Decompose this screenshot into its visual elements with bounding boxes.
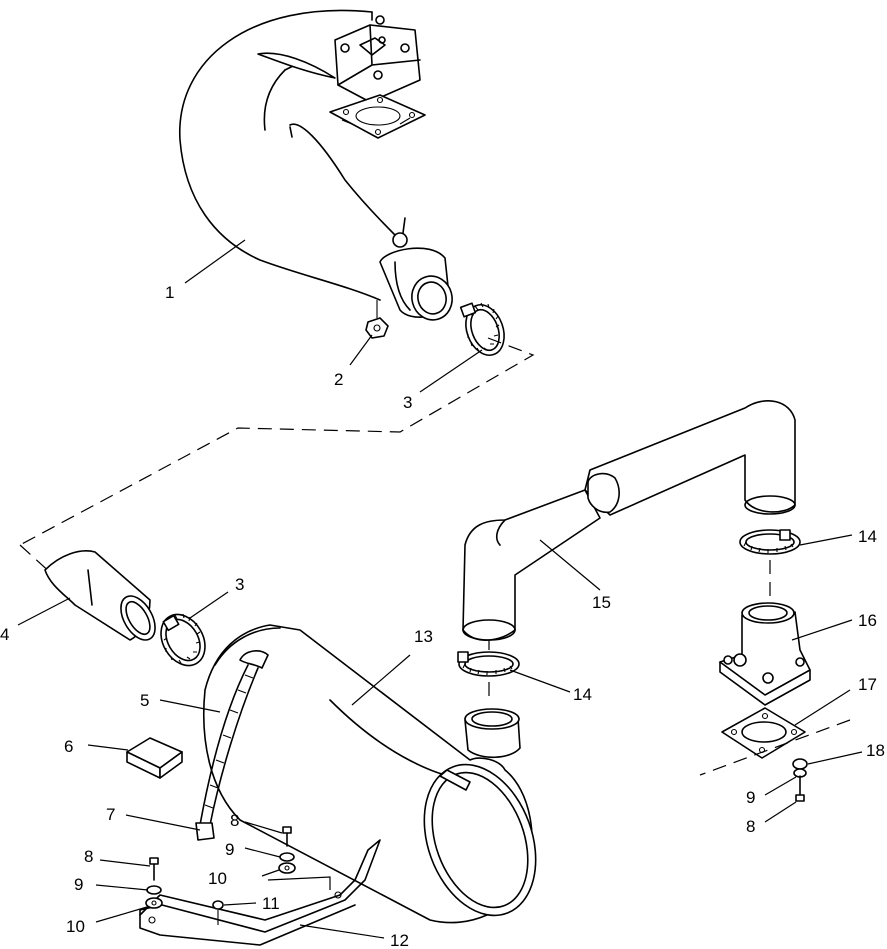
- callout-10-middle: 10: [208, 869, 227, 888]
- callout-2: 2: [334, 370, 343, 389]
- coupler-part-4: [44, 550, 156, 641]
- assembly-leader-dash-2: [19, 544, 76, 596]
- callout-6: 6: [64, 737, 73, 756]
- callout-17: 17: [858, 675, 877, 694]
- gasket-part-17: [721, 707, 806, 759]
- callout-5: 5: [140, 691, 149, 710]
- callout-13: 13: [414, 627, 433, 646]
- callout-9-right: 9: [746, 788, 755, 807]
- bolt-stack-left: [145, 857, 163, 909]
- assembly-leader-dash-1: [19, 337, 535, 546]
- callout-1: 1: [165, 283, 174, 302]
- callout-4: 4: [0, 625, 9, 644]
- tailpipe-part-15: [462, 400, 796, 641]
- callout-9-middle: 9: [225, 840, 234, 859]
- callout-8-middle: 8: [230, 811, 239, 830]
- callout-10-left: 10: [66, 917, 85, 936]
- callout-12: 12: [390, 931, 409, 949]
- clamp-part-14-upper: [739, 529, 801, 555]
- callout-3-top: 3: [403, 393, 412, 412]
- bolt-stack-right: [792, 758, 808, 802]
- callout-8-left: 8: [84, 847, 93, 866]
- callout-3-left: 3: [235, 575, 244, 594]
- exhaust-pipe-part-1: [179, 9, 453, 321]
- clamp-part-3-left: [160, 613, 206, 667]
- callout-15: 15: [592, 593, 611, 612]
- callout-18: 18: [866, 741, 885, 760]
- callout-9-left: 9: [74, 875, 83, 894]
- outlet-adapter-part-16: [719, 602, 811, 706]
- clamp-part-14-lower: [457, 651, 520, 677]
- strap-part-5: [199, 664, 259, 826]
- callout-14-upper: 14: [858, 527, 877, 546]
- callout-8-right: 8: [746, 817, 755, 836]
- pad-part-6: [126, 737, 183, 779]
- callout-16: 16: [858, 611, 877, 630]
- clip-part-7: [195, 822, 215, 841]
- callout-11: 11: [262, 894, 280, 913]
- nut-part-2: [365, 300, 389, 339]
- callout-7: 7: [106, 805, 115, 824]
- nut-part-11: [212, 900, 224, 925]
- muffler-part-13: [202, 624, 537, 924]
- callout-leaders: [17, 239, 863, 939]
- clamp-part-3-top: [459, 302, 505, 356]
- callout-14-lower: 14: [573, 685, 592, 704]
- callout-labels: 1 2 3 4 3 5 6 7 8 9 10 8 9 10 11 12 13 1…: [0, 283, 885, 949]
- bracket-part-12: [139, 839, 381, 946]
- assembly-leader-dash-6: [699, 719, 851, 776]
- bolt-stack-middle: [278, 826, 296, 874]
